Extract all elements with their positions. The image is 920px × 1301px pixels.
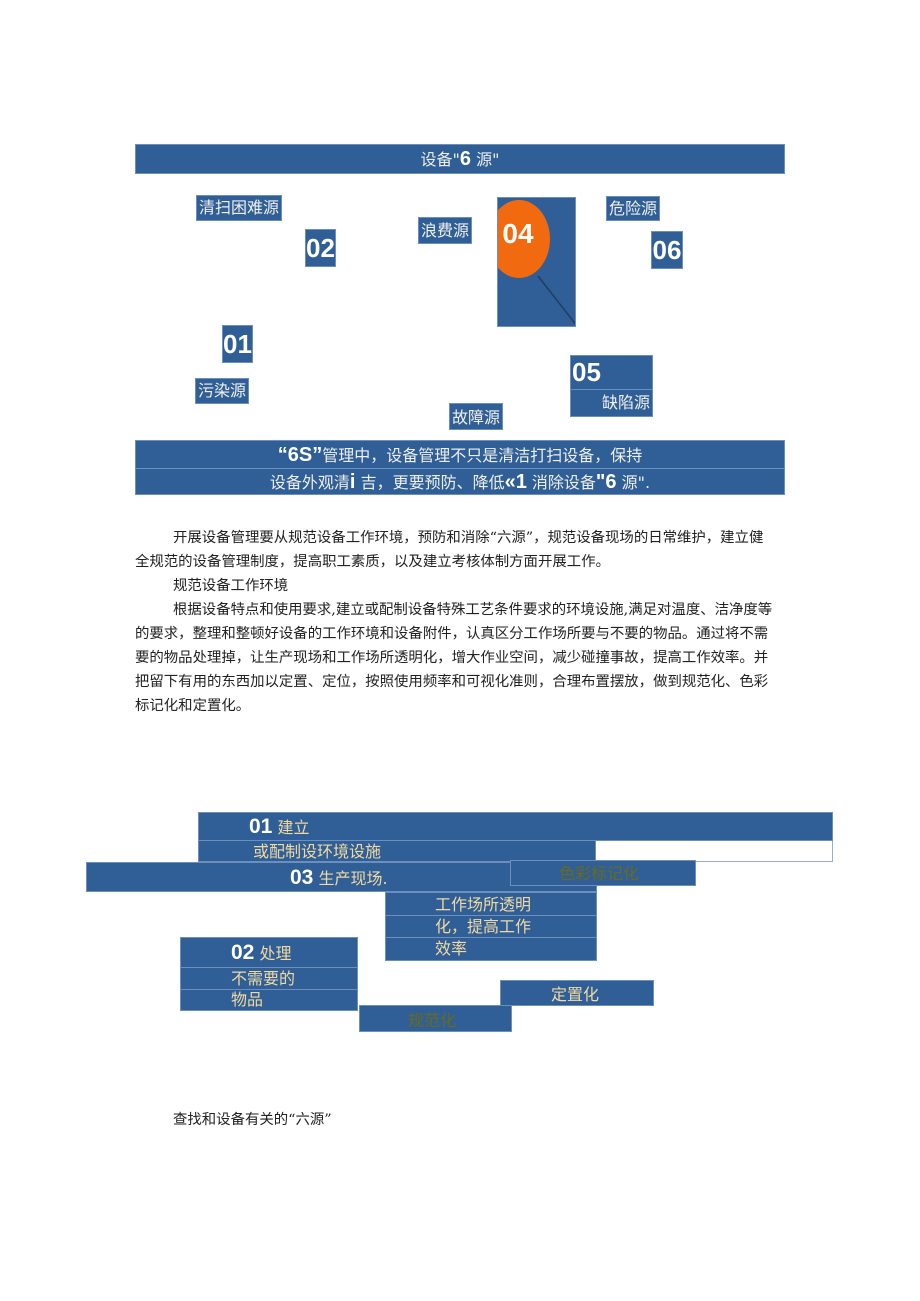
title-text: 源"	[471, 150, 500, 169]
tag-text: 定置化	[551, 985, 600, 1004]
outline-box	[590, 840, 833, 862]
caption-band: “6S”管理中，设备管理不只是清洁打扫设备，保持 设备外观清i 吉，更要预防、降…	[135, 440, 785, 495]
caption-line-1: “6S”管理中，设备管理不只是清洁打扫设备，保持	[136, 441, 784, 469]
step-03-line: 效率	[435, 939, 468, 958]
tag-fixed-position: 定置化	[500, 980, 654, 1006]
step-01-number: 01	[249, 815, 273, 838]
para2-line: 的要求，整理和整顿好设备的工作环境和设备附件，认真区分工作场所要与不要的物品。通…	[135, 626, 769, 642]
step-01-line2: 或配制设环境设施	[198, 840, 596, 862]
step-02-text: 处理	[259, 944, 292, 963]
pointer-line	[537, 275, 575, 325]
number-04-panel: 04	[497, 197, 576, 327]
label-waste: 浪费源	[418, 217, 473, 244]
footer-text: 查找和设备有关的“六源”	[173, 1112, 332, 1128]
step-02-number: 02	[231, 941, 255, 964]
title-num: 6	[459, 148, 472, 170]
step-02-line: 不需要的	[181, 968, 357, 990]
step-03-number: 03	[290, 866, 314, 889]
para2-line: 要的物品处理掉，让生产现场和工作场所透明化，增大作业空间，减少碰撞事故，提高工作…	[135, 650, 769, 666]
caption-text: i	[349, 471, 356, 493]
step-02-box: 02 处理 不需要的 物品	[180, 937, 358, 1011]
caption-text: 吉，更要预防、降低	[355, 473, 505, 492]
number-05-panel: 05 缺陷源	[570, 355, 653, 417]
step-03-text: 生产现场.	[318, 869, 388, 888]
para1-line: 全规范的设备管理制度，提高职工素质，以及建立考核体制方面开展工作。	[135, 554, 610, 570]
step-01-bar: 01 建立	[198, 812, 833, 841]
orange-circle	[498, 200, 550, 278]
caption-text: 源".	[616, 473, 651, 492]
body-text: 开展设备管理要从规范设备工作环境，预防和消除“六源”，规范设备现场的日常维护，建…	[135, 526, 795, 718]
title-text: 设备"	[420, 150, 460, 169]
step-01-text: 建立	[277, 818, 310, 837]
tag-text: 色彩标记化	[559, 864, 640, 883]
para2-line: 把留下有用的东西加以定置、定位，按照使用频率和可视化准则，合理布置摆放，做到规范…	[135, 674, 769, 690]
caption-line-2: 设备外观清i 吉，更要预防、降低«1 消除设备"6 源".	[136, 469, 784, 496]
caption-text: "6	[595, 471, 617, 493]
step-03-line: 工作场所透明	[386, 893, 596, 916]
step-01-text: 或配制设环境设施	[253, 842, 382, 861]
para2-line: 根据设备特点和使用要求,建立或配制设备特殊工艺条件要求的环境设施,满足对温度、洁…	[173, 602, 773, 618]
number-04: 04	[502, 218, 534, 249]
label-fault: 故障源	[449, 403, 504, 430]
caption-quote: “6S”	[277, 444, 323, 466]
caption-text: 消除设备	[526, 473, 596, 492]
tag-text: 规范化	[408, 1011, 457, 1030]
label-pollution: 污染源	[195, 378, 250, 404]
figure1-title-band: 设备"6 源"	[135, 144, 785, 174]
tag-standardization: 规范化	[359, 1005, 512, 1032]
caption-text: 设备外观清	[269, 473, 350, 492]
step-03-line: 化，提高工作	[386, 916, 596, 938]
number-05: 05	[571, 356, 652, 390]
label-cleaning-difficulty: 清扫困难源	[196, 195, 283, 221]
number-06: 06	[651, 231, 683, 269]
para2-line: 标记化和定置化。	[135, 698, 251, 714]
label-danger: 危险源	[606, 196, 661, 221]
section-heading: 规范设备工作环境	[173, 578, 289, 594]
step-03-detail: 工作场所透明 化，提高工作 效率	[385, 892, 597, 961]
caption-text: «1	[504, 471, 527, 493]
step-02-line: 物品	[231, 990, 264, 1009]
caption-text: 管理中，设备管理不只是清洁打扫设备，保持	[322, 446, 643, 465]
label-defect: 缺陷源	[601, 393, 650, 412]
para1-line: 开展设备管理要从规范设备工作环境，预防和消除“六源”，规范设备现场的日常维护，建…	[173, 530, 764, 546]
step-02-header: 02 处理	[181, 938, 357, 968]
tag-color-marking: 色彩标记化	[510, 860, 696, 886]
number-02: 02	[305, 229, 336, 267]
number-01: 01	[222, 325, 253, 363]
